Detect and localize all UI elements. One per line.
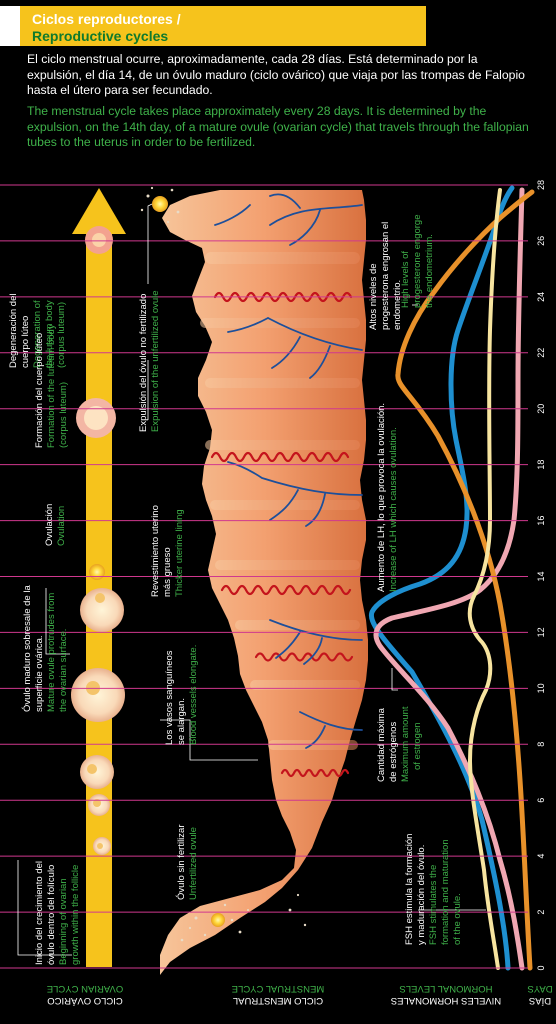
label-mature-es-2: superficie ovárica. <box>34 635 45 712</box>
label-progesterone-es-3: endometrio. <box>392 280 403 330</box>
day-tick-2: 2 <box>536 910 546 915</box>
label-start-en: Beginning of ovarian <box>58 878 69 965</box>
label-mature-es: Óvulo maduro sobresale de la <box>22 585 33 712</box>
label-progesterone-en: High levels of <box>400 251 411 308</box>
label-degeneration-en-3: (corpus luteum) <box>56 302 67 368</box>
section-ovarian-en: OVARIAN CYCLE <box>47 983 123 994</box>
tissue-bands <box>200 252 360 750</box>
label-expulsion-es: Expulsión del óvulo no fertilizado <box>138 294 149 432</box>
label-formation-en-2: (corpus luteum) <box>58 382 69 448</box>
intro-english: The menstrual cycle takes place approxim… <box>27 104 529 149</box>
label-estrogen-en-2: of estrogen <box>412 722 423 770</box>
label-start-es: Inicio del crecimiento del <box>34 861 45 965</box>
progesterone-curve <box>395 189 535 971</box>
days-label-es: DÍAS <box>529 995 551 1006</box>
day-tick-20: 20 <box>536 404 546 414</box>
header-tab <box>0 6 20 46</box>
label-degeneration-es-2: cuerpo lúteo <box>20 316 31 368</box>
label-formation-es: Formación del cuerpo lúteo <box>34 333 45 448</box>
days-label-en: DAYS <box>527 983 552 994</box>
day-tick-22: 22 <box>536 348 546 358</box>
label-progesterone-es-2: progesterona engrosan el <box>380 222 391 330</box>
label-vessels-es: Los vasos sanguíneos <box>164 650 175 745</box>
day-tick-16: 16 <box>536 516 546 526</box>
title-english: Reproductive cycles <box>32 28 169 44</box>
expelled-debris <box>140 186 307 942</box>
label-progesterone-es: Altos niveles de <box>368 263 379 330</box>
label-fsh-es-2: y maduración del óvulo. <box>416 845 427 945</box>
label-fsh-en-2: formation and maturation <box>440 839 451 945</box>
blue-branching-vessels <box>214 193 363 749</box>
label-expulsion-en: Expulsion of the unfertilized ovule <box>150 290 161 432</box>
day-tick-4: 4 <box>536 854 546 859</box>
day-tick-24: 24 <box>536 292 546 302</box>
section-menstrual-es: CICLO MENSTRUAL <box>233 995 323 1006</box>
expelled-ovule <box>152 196 168 212</box>
day-tick-26: 26 <box>536 236 546 246</box>
intro-spanish: El ciclo menstrual ocurre, aproximadamen… <box>27 52 525 97</box>
label-progesterone-en-3: the endometrium. <box>424 234 435 308</box>
label-fsh-en-3: of the ovule. <box>452 893 463 945</box>
day-tick-14: 14 <box>536 571 546 581</box>
label-estrogen-es: Cantidad máxima <box>376 707 387 782</box>
day-tick-12: 12 <box>536 627 546 637</box>
label-start-en-2: growth within the follicle <box>70 865 81 965</box>
day-tick-0: 0 <box>536 965 546 970</box>
label-start-es-2: óvulo dentro del folículo <box>46 865 57 965</box>
header-bar: Ciclos reproductores / Reproductive cycl… <box>0 6 426 46</box>
label-degeneration-en-2: the luteum body <box>44 300 55 368</box>
day-tick-10: 10 <box>536 683 546 693</box>
day-gridlines <box>0 184 528 969</box>
day-tick-8: 8 <box>536 742 546 747</box>
label-mature-en-2: the ovarian surface. <box>58 629 69 712</box>
label-formation-en: Formation of the luteum body <box>46 324 57 448</box>
label-thicker-es: Revestimiento uterino <box>150 505 161 597</box>
label-thicker-es-2: más grueso <box>162 547 173 597</box>
section-hormonal-es: NIVELES HORMONALES <box>391 995 501 1006</box>
label-fsh-en: FSH stimulates the <box>428 865 439 945</box>
section-hormonal-en: HORMONAL LEVELS <box>399 983 492 994</box>
label-degeneration-es: Degeneración del <box>8 294 19 368</box>
label-vessels-es-2: se alargan. <box>176 698 187 745</box>
label-ovulation-en: Ovulation <box>56 506 67 546</box>
title-spanish: Ciclos reproductores / <box>32 11 181 27</box>
label-lh-en: Increase of LH which causes ovulation. <box>388 427 399 592</box>
label-thicker-en: Thicker uterine lining <box>174 509 185 597</box>
estrogen-curve <box>373 187 525 971</box>
red-coiled-vessels <box>210 291 354 778</box>
label-ovulation-es: Ovulación <box>44 504 55 546</box>
label-lh-es: Aumento de LH, lo que provoca la ovulaci… <box>376 403 387 592</box>
label-estrogen-es-2: de estrógenos <box>388 722 399 782</box>
hormone-curves <box>368 185 535 971</box>
day-tick-28: 28 <box>536 180 546 190</box>
day-tick-18: 18 <box>536 460 546 470</box>
follicle-stages <box>71 226 125 855</box>
label-progesterone-en-2: progesterone engorge <box>412 215 423 309</box>
section-menstrual-en: MENSTRUAL CYCLE <box>232 983 325 994</box>
unfertilized-ovule <box>211 913 225 927</box>
label-fsh-es: FSH estimula la formación <box>404 834 415 945</box>
day-tick-6: 6 <box>536 798 546 803</box>
section-ovarian-es: CICLO OVÁRICO <box>47 995 123 1006</box>
label-mature-en: Mature ovule protrudes from <box>46 593 57 712</box>
label-unfert-es: Óvulo sin fertilizar <box>176 825 187 901</box>
label-unfert-en: Unfertilized ovule <box>188 827 199 900</box>
label-degeneration-en: Degeneration of <box>32 300 43 368</box>
label-estrogen-en: Maximum amount <box>400 706 411 782</box>
label-vessels-en: Blood vessels elongate. <box>188 645 199 745</box>
pointer-lines <box>17 203 486 956</box>
